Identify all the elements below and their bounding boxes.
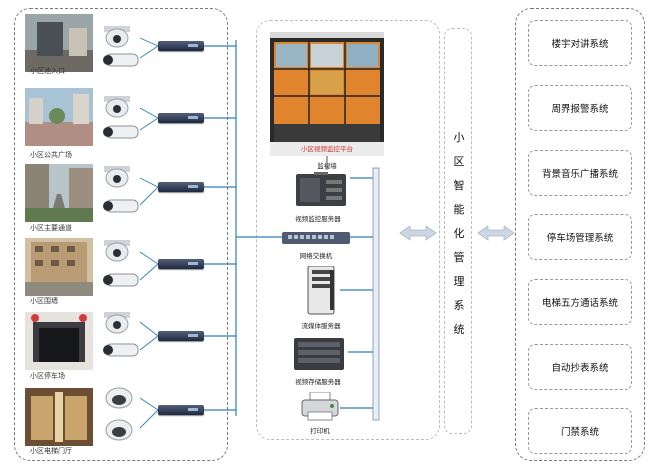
scene-photo-elevator-hall [25,388,93,446]
title-char: 理 [453,275,465,288]
network-switch-icon [282,230,350,249]
subsystems-panel [515,8,645,461]
scene-photo-parking [25,312,93,370]
scene-label: 小区围墙 [30,297,58,305]
title-char: 管 [453,251,465,264]
subsystem-meter: 自动抄表系统 [528,344,632,390]
scene-label: 小区公共广场 [30,151,72,159]
control-center-panel [256,20,440,440]
subsystem-intercom: 楼宇对讲系统 [528,20,632,66]
title-char: 区 [453,155,465,168]
subsystem-elevator: 电梯五方通话系统 [528,279,632,325]
scene-photo-entrance [25,14,93,72]
device-label: 视频存储服务器 [295,378,341,386]
tv-wall-label: 监视墙 [317,162,337,170]
monitoring-server-icon [292,172,350,212]
subsystem-perimeter: 周界报警系统 [528,85,632,131]
dome-camera-icon [102,166,132,194]
video-encoder-icon [158,182,204,192]
device-label: 流媒体服务器 [301,322,341,330]
printer-icon [300,391,340,426]
title-char: 能 [453,203,465,216]
scene-label: 小区主要通道 [30,224,72,232]
video-encoder-icon [158,331,204,341]
dome-camera-icon [104,386,134,414]
dome-camera-icon [102,312,132,340]
media-server-icon [306,265,338,320]
subsystem-bgm: 背景音乐广播系统 [528,150,632,196]
bullet-camera-icon [100,272,140,294]
subsystem-parking: 停车场管理系统 [528,214,632,260]
video-encoder-icon [158,113,204,123]
subsystem-access: 门禁系统 [528,408,632,454]
scene-label: 小区池入口 [30,67,65,75]
dome-camera-icon [102,240,132,268]
tv-wall-screen-text: 小区视频监控平台 [301,145,353,153]
title-char: 小 [453,131,465,144]
scene-photo-road [25,164,93,222]
title-char: 系 [453,299,465,312]
scene-photo-wall [25,238,93,296]
bullet-camera-icon [100,342,140,364]
video-encoder-icon [158,405,204,415]
video-encoder-icon [158,259,204,269]
scene-photo-plaza [25,88,93,146]
video-encoder-icon [158,41,204,51]
dome-camera-icon [104,418,134,446]
device-label: 打印机 [310,427,330,435]
bullet-camera-icon [100,52,140,74]
scene-label: 小区电梯门厅 [30,447,72,455]
title-char: 智 [453,179,465,192]
bullet-camera-icon [100,198,140,220]
scene-label: 小区停车场 [30,372,65,380]
storage-server-icon [290,336,348,376]
device-label: 视频监控服务器 [295,215,341,223]
dome-camera-icon [102,96,132,124]
title-char: 统 [453,323,465,336]
dome-camera-icon [102,26,132,54]
tv-wall: 小区视频监控平台 [270,32,384,156]
system-title-box: 小 区 智 能 化 管 理 系 统 [444,28,472,434]
camera-zone-panel [14,8,228,461]
bullet-camera-icon [100,124,140,146]
title-char: 化 [453,227,465,240]
device-label: 网络交换机 [299,252,333,260]
